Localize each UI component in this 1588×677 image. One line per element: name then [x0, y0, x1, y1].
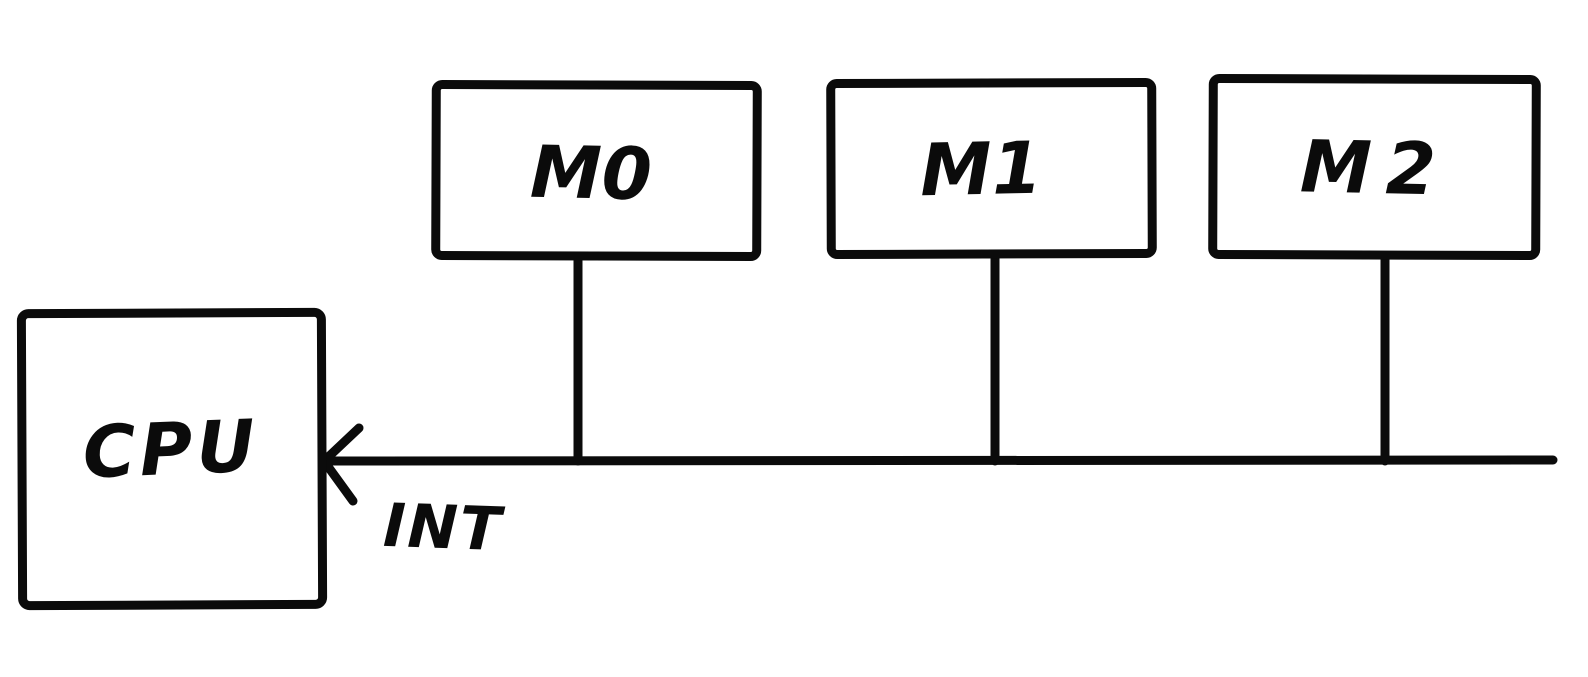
cpu-label: CPU [81, 404, 260, 495]
m0-node: M0 [431, 79, 762, 262]
m1-node: M1 [826, 77, 1157, 260]
m0-label: M0 [529, 130, 652, 217]
bus-line [321, 455, 1558, 466]
cpu-box [16, 307, 328, 611]
bus-label: INT [382, 491, 506, 565]
m2-node: M2 [1208, 73, 1541, 261]
cpu-node: CPU [16, 307, 328, 611]
m2-label: M2 [1299, 124, 1450, 211]
m2-box [1208, 73, 1541, 261]
m1-box [826, 77, 1157, 260]
m1-label: M1 [919, 126, 1042, 213]
m0-box [431, 79, 762, 262]
